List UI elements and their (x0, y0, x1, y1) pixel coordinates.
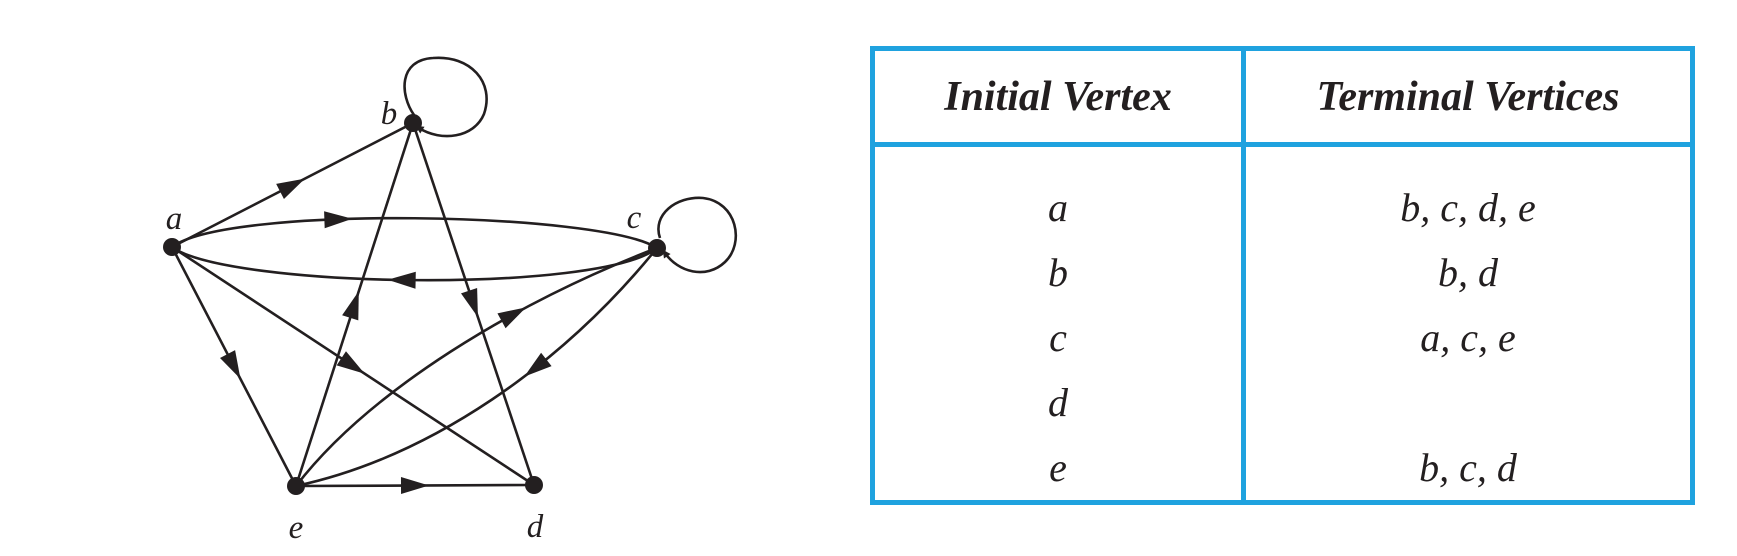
edge-a-to-b (171, 121, 414, 249)
edge-e-to-b (294, 122, 415, 487)
terminal-vertices-cell: b, c, d, e (1400, 185, 1536, 230)
edge-arrow (387, 271, 416, 289)
edge-arrow (220, 350, 241, 379)
vertex-label-a: a (166, 201, 183, 237)
initial-vertex-cell: a (1048, 185, 1068, 230)
edge-a-to-c (171, 211, 658, 250)
self-loop-b (403, 56, 488, 138)
edge-arrow (461, 288, 478, 318)
edge-line (171, 216, 658, 250)
table-header-row: Initial Vertex Terminal Vertices (872, 48, 1693, 147)
edge-arrow (524, 352, 552, 377)
vertex-b (404, 114, 422, 132)
directed-graph-canvas: a b c d e (163, 56, 738, 546)
vertex-c (648, 239, 666, 257)
header-initial-vertex: Initial Vertex (872, 48, 1246, 147)
edge-line (295, 247, 659, 488)
initial-vertex-cell: d (1048, 380, 1068, 425)
terminal-vertices-cell: a, c, e (1420, 315, 1516, 360)
edge-arrow (336, 351, 365, 374)
initial-vertex-column: a b c d e (872, 144, 1246, 503)
terminal-vertices-cell (1246, 370, 1690, 435)
edge-a-to-d (171, 245, 535, 487)
edge-b-to-d (411, 122, 536, 486)
edge-line (294, 246, 658, 487)
adjacency-list-table: Initial Vertex Terminal Vertices a b c d… (870, 46, 1695, 505)
edge-c-to-e (295, 247, 659, 488)
vertex-a (163, 238, 181, 256)
vertex-e (287, 477, 305, 495)
initial-vertex-cell: e (1049, 445, 1067, 490)
terminal-vertices-cell: b, d (1438, 250, 1498, 295)
edge-c-to-a (171, 245, 658, 289)
self-loop-c (657, 196, 738, 274)
edge-e-to-c (294, 246, 658, 487)
edge-c-to-c (657, 196, 738, 274)
directed-graph: a b c d e (0, 0, 860, 556)
edge-b-to-b (403, 56, 488, 138)
table-body-row: a b c d e b, c, d, e b, d a, c, e b, c, … (872, 144, 1693, 503)
edge-arrow (342, 291, 359, 321)
terminal-vertices-column: b, c, d, e b, d a, c, e b, c, d (1244, 145, 1693, 503)
initial-vertex-cell: b (1048, 250, 1068, 295)
edge-a-to-e (170, 246, 298, 487)
vertex-label-e: e (289, 510, 304, 546)
edge-arrow (276, 178, 305, 199)
vertex-label-d: d (527, 509, 544, 545)
initial-vertex-cell: c (1049, 315, 1067, 360)
edge-arrow (497, 307, 527, 329)
vertex-label-c: c (627, 200, 642, 236)
vertex-d (525, 476, 543, 494)
vertex-label-b: b (381, 96, 398, 132)
terminal-vertices-cell: b, c, d (1419, 445, 1517, 490)
edge-arrow (324, 211, 353, 229)
edge-arrow (400, 477, 429, 495)
edge-e-to-d (295, 477, 535, 495)
header-terminal-vertices: Terminal Vertices (1243, 48, 1693, 147)
